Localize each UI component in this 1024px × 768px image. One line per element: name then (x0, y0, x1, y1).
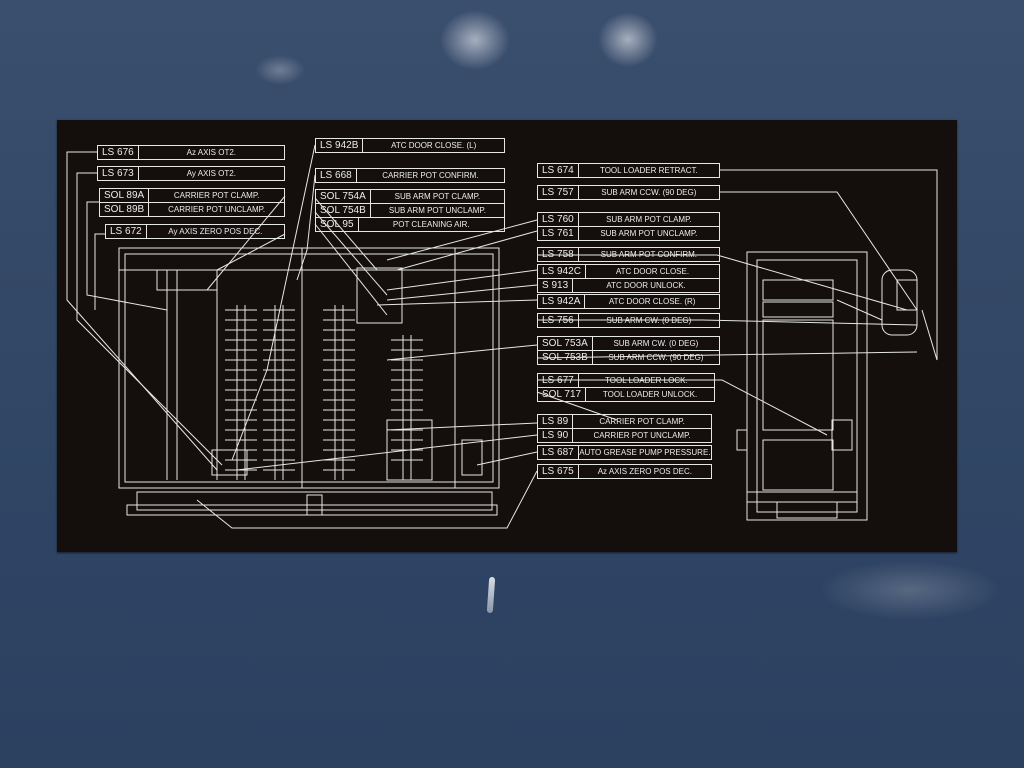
label-code: SOL 95 (316, 218, 359, 231)
label-desc: AUTO GREASE PUMP PRESSURE. (579, 448, 711, 457)
label-desc: ATC DOOR CLOSE. (R) (608, 297, 696, 306)
label-code: LS 757 (538, 186, 579, 199)
label-desc: Ay AXIS OT2. (186, 169, 236, 178)
label-desc: ATC DOOR UNLOCK. (606, 281, 686, 290)
label-desc: TOOL LOADER LOCK. (605, 376, 688, 385)
label-desc: CARRIER POT CLAMP. (173, 191, 260, 200)
label-ls668: LS 668 CARRIER POT CONFIRM. (315, 168, 505, 183)
label-code: LS 90 (538, 429, 574, 442)
paint-scratch (486, 576, 496, 614)
label-desc: CARRIER POT UNCLAMP. (593, 431, 691, 440)
light-reflection (598, 12, 658, 67)
label-code: LS 942A (538, 295, 586, 308)
label-code: LS 674 (538, 164, 579, 177)
label-code: SOL 89A (100, 189, 150, 202)
label-code: SOL 753A (538, 337, 593, 350)
label-ls673: LS 673 Ay AXIS OT2. (97, 166, 285, 181)
label-code: LS 758 (538, 248, 579, 261)
label-code: LS 676 (98, 146, 139, 159)
label-sol753: SOL 753A SUB ARM CW. (0 DEG) SOL 753B SU… (537, 336, 720, 365)
label-desc: SUB ARM CW. (0 DEG) (606, 316, 692, 325)
label-ls758: LS 758 SUB ARM POT CONFIRM. (537, 247, 720, 262)
label-code: LS 942C (538, 265, 586, 278)
label-code: LS 687 (538, 446, 579, 459)
label-desc: CARRIER POT CONFIRM. (382, 171, 479, 180)
label-ls942b: LS 942B ATC DOOR CLOSE. (L) (315, 138, 505, 153)
label-desc: CARRIER POT UNCLAMP. (168, 205, 266, 214)
label-code: LS 760 (538, 213, 579, 226)
label-desc: SUB ARM POT UNCLAMP. (388, 206, 486, 215)
label-sol754: SOL 754A SUB ARM POT CLAMP. SOL 754B SUB… (315, 189, 505, 232)
label-code: LS 673 (98, 167, 139, 180)
label-code: LS 942B (316, 139, 364, 152)
label-desc: SUB ARM POT UNCLAMP. (600, 229, 698, 238)
label-ls942c: LS 942C ATC DOOR CLOSE. S 913 ATC DOOR U… (537, 264, 720, 293)
label-desc: POT CLEANING AIR. (392, 220, 470, 229)
light-reflection (255, 55, 305, 85)
label-code: LS 761 (538, 227, 579, 240)
light-reflection (820, 560, 1000, 620)
label-ls687: LS 687 AUTO GREASE PUMP PRESSURE. (537, 445, 712, 460)
label-desc: TOOL LOADER UNLOCK. (602, 390, 698, 399)
label-code: S 913 (538, 279, 574, 292)
label-code: LS 675 (538, 465, 579, 478)
label-desc: SUB ARM POT CLAMP. (394, 192, 481, 201)
label-code: LS 677 (538, 374, 579, 387)
label-desc: TOOL LOADER RETRACT. (599, 166, 698, 175)
label-ls89: LS 89 CARRIER POT CLAMP. LS 90 CARRIER P… (537, 414, 712, 443)
label-code: SOL 753B (538, 351, 593, 364)
label-code: SOL 754A (316, 190, 371, 203)
label-ls760: LS 760 SUB ARM POT CLAMP. LS 761 SUB ARM… (537, 212, 720, 241)
label-ls672: LS 672 Ay AXIS ZERO POS DEC. (105, 224, 285, 239)
label-desc: ATC DOOR CLOSE. (615, 267, 690, 276)
label-desc: CARRIER POT CLAMP. (599, 417, 685, 426)
label-ls676: LS 676 Az AXIS OT2. (97, 145, 285, 160)
label-code: LS 756 (538, 314, 579, 327)
label-code: LS 668 (316, 169, 357, 182)
label-code: LS 89 (538, 415, 574, 428)
label-desc: SUB ARM CCW. (90 DEG) (608, 353, 704, 362)
label-desc: ATC DOOR CLOSE. (L) (391, 141, 477, 150)
machine-schematic (66, 144, 938, 529)
label-code: SOL 754B (316, 204, 371, 217)
label-desc: Az AXIS ZERO POS DEC. (597, 467, 692, 476)
label-desc: SUB ARM CW. (0 DEG) (613, 339, 699, 348)
label-ls674: LS 674 TOOL LOADER RETRACT. (537, 163, 720, 178)
label-ls675: LS 675 Az AXIS ZERO POS DEC. (537, 464, 712, 479)
label-code: SOL 717 (538, 388, 587, 401)
light-reflection (440, 10, 510, 70)
label-desc: SUB ARM POT CONFIRM. (600, 250, 697, 259)
label-desc: SUB ARM CCW. (90 DEG) (601, 188, 697, 197)
label-ls942a: LS 942A ATC DOOR CLOSE. (R) (537, 294, 720, 309)
label-sol89: SOL 89A CARRIER POT CLAMP. SOL 89B CARRI… (99, 188, 285, 217)
label-ls677: LS 677 TOOL LOADER LOCK. SOL 717 TOOL LO… (537, 373, 715, 402)
label-ls757: LS 757 SUB ARM CCW. (90 DEG) (537, 185, 720, 200)
label-desc: Ay AXIS ZERO POS DEC. (168, 227, 263, 236)
diagram-plate: LS 676 Az AXIS OT2. LS 673 Ay AXIS OT2. … (57, 120, 957, 552)
label-code: SOL 89B (100, 203, 150, 216)
label-desc: Az AXIS OT2. (186, 148, 237, 157)
label-ls756: LS 756 SUB ARM CW. (0 DEG) (537, 313, 720, 328)
label-desc: SUB ARM POT CLAMP. (606, 215, 692, 224)
label-code: LS 672 (106, 225, 147, 238)
